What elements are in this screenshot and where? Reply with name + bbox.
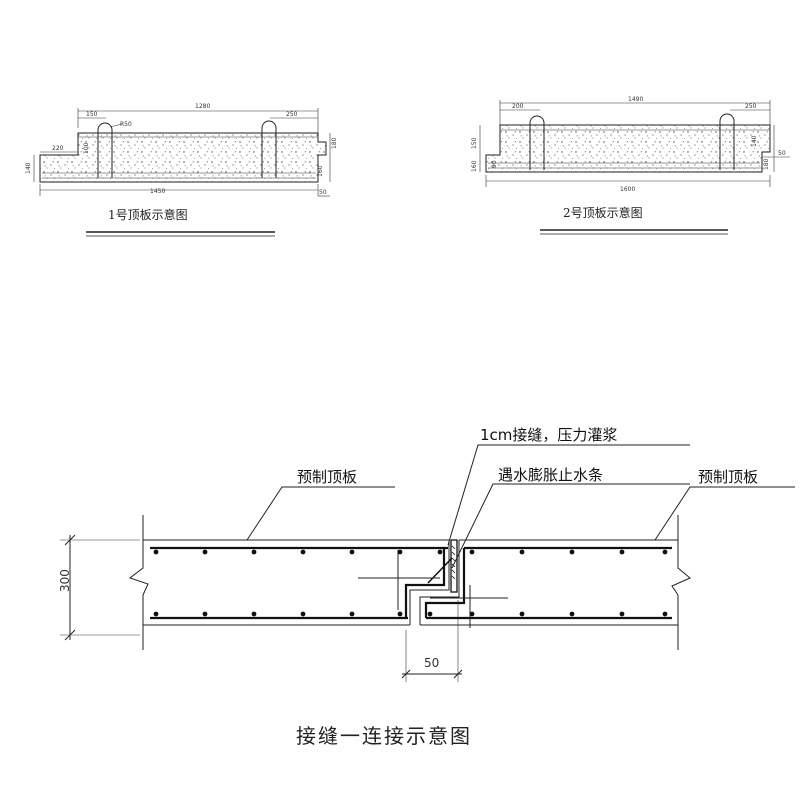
label-grout-joint: 1cm接缝，压力灌浆 xyxy=(480,426,617,444)
panel2-dim-top-left: 200 xyxy=(512,103,524,110)
panel2-drawing: 1490 200 250 150 160 90 140 180 50 1600 … xyxy=(471,96,790,235)
joint-drawing: 预制顶板 预制顶板 1cm接缝，压力灌浆 遇水膨胀止水条 300 50 接缝一连… xyxy=(58,426,795,748)
panel2-dim-top-total: 1490 xyxy=(628,96,643,103)
label-right-slab: 预制顶板 xyxy=(698,468,758,486)
label-left-slab: 预制顶板 xyxy=(297,468,357,486)
panel2-dim-left-small: 90 xyxy=(491,160,498,168)
panel1-dim-inner-h: 100 xyxy=(83,142,90,154)
rebar-dots xyxy=(153,549,668,617)
panel2-dim-right-h2: 180 xyxy=(763,158,770,170)
panel1-caption: 1号顶板示意图 xyxy=(108,207,188,222)
panel1-dim-left-h: 140 xyxy=(25,162,32,174)
panel2-dim-right-w: 50 xyxy=(778,150,786,157)
panel1-dim-top-left: 150 xyxy=(86,111,98,118)
panel2-dim-top-right: 250 xyxy=(745,103,757,110)
panel2-dim-left-h2: 160 xyxy=(471,160,478,172)
panel1-dim-radius: R50 xyxy=(120,121,132,128)
panel2-dim-left-h1: 150 xyxy=(471,137,478,149)
dim-gap: 50 xyxy=(424,656,439,670)
dim-height: 300 xyxy=(58,569,72,592)
joint-caption: 接缝一连接示意图 xyxy=(296,724,472,748)
panel1-dim-top-right: 250 xyxy=(286,111,298,118)
panel1-dim-bottom-total: 1450 xyxy=(150,188,165,195)
label-waterstop: 遇水膨胀止水条 xyxy=(498,466,603,484)
panel2-dim-right-h1: 140 xyxy=(751,135,758,147)
panel2-caption: 2号顶板示意图 xyxy=(563,205,643,220)
panel1-drawing: 1280 150 250 R50 220 140 100 180 160 145… xyxy=(25,103,338,237)
panel1-dim-right-h1: 180 xyxy=(331,137,338,149)
panel1-dim-left-step: 220 xyxy=(52,145,64,152)
panel1-dim-bottom-right: 50 xyxy=(319,189,327,196)
panel1-dim-right-h2: 160 xyxy=(317,165,324,177)
panel1-dim-top-total: 1280 xyxy=(195,103,210,110)
panel2-dim-bottom-total: 1600 xyxy=(620,186,635,193)
